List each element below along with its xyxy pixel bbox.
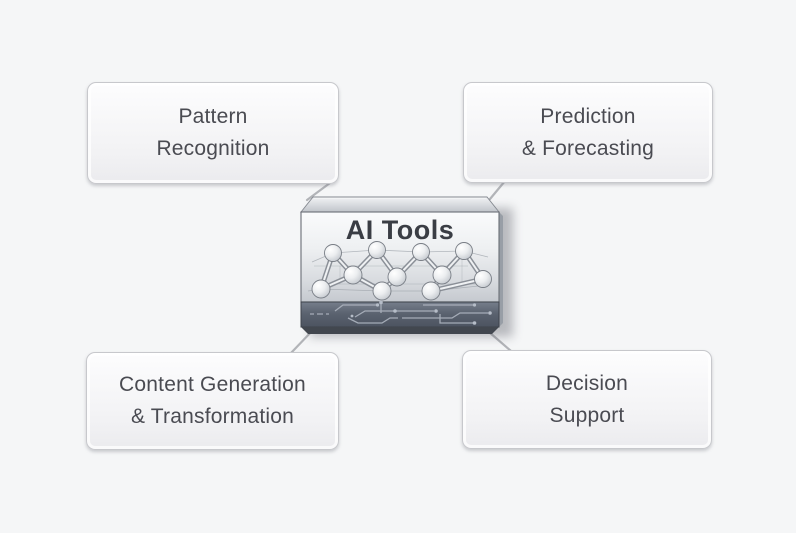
connector-top-right <box>488 179 507 201</box>
ai-tools-title: AI Tools <box>345 215 455 245</box>
circuit-board-icon <box>310 300 492 325</box>
neural-network-icon <box>307 241 492 301</box>
node-pattern-recognition: Pattern Recognition <box>87 82 339 184</box>
node-content-generation-transformation: Content Generation & Transformation <box>86 352 339 450</box>
ai-tools-box <box>300 196 513 337</box>
node-decision-support: Decision Support <box>462 350 712 449</box>
node-label-prediction-forecasting: Prediction & Forecasting <box>521 104 655 160</box>
node-prediction-forecasting: Prediction & Forecasting <box>463 82 713 183</box>
node-label-pattern-recognition: Pattern Recognition <box>156 105 270 160</box>
node-label-content-generation-transformation: Content Generation & Transformation <box>119 373 306 428</box>
node-label-decision-support: Decision Support <box>545 371 629 427</box>
